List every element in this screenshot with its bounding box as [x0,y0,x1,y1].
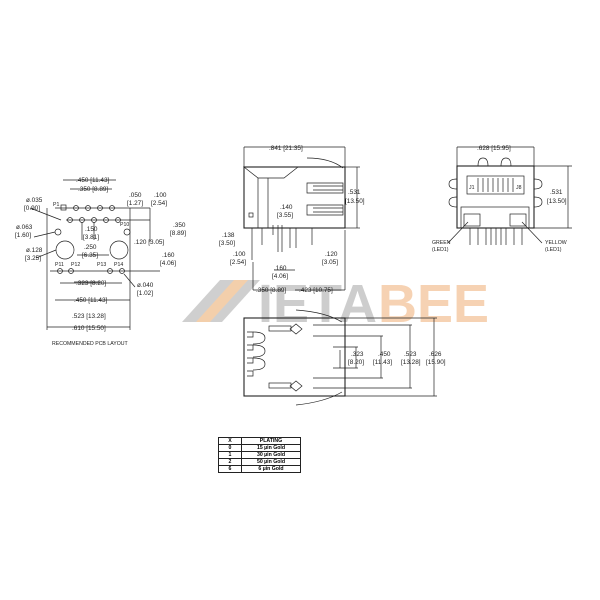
dim-top-450: .450 [378,351,391,358]
dim-pcb-150-mm: [3.81] [83,234,99,241]
dim-top-626: .626 [429,351,442,358]
side-view: .531 [13.50] .841 [21.35] .140 [3.55] .1… [219,145,365,294]
watermark: IETA BEE [182,274,489,334]
dim-pcb-128-mm: [3.25] [25,255,41,262]
dim-pcb-040-mm: [1.02] [137,290,153,297]
dim-pcb-040: ø.040 [137,282,154,289]
plating-code: 6 [218,465,242,473]
pin-p1-label: P1 [53,202,59,208]
dim-side-160-mm: [4.06] [272,273,288,280]
plating-table-header: X PLATING [218,437,301,445]
dim-pcb-050-mm: [1.27] [127,200,143,207]
label-green-led: GREEN [432,240,451,246]
dim-top-626-mm: [15.90] [426,359,446,366]
dim-pcb-063: ø.063 [16,224,33,231]
dim-pcb-160-mm: [4.06] [160,260,176,267]
dim-top-323-mm: [8.20] [348,359,364,366]
dim-pcb-100: .100 [154,192,167,199]
dim-top-450-mm: [11.43] [373,359,392,366]
dim-pcb-523: .523 [13.28] [72,313,106,320]
dim-pcb-150: .150 [85,226,98,233]
table-row: 2 50 µin Gold [218,458,301,466]
dim-side-531: .531 [348,189,361,196]
dim-pcb-063-mm: [1.60] [15,232,31,239]
dim-pcb-035-mm: [0.90] [24,205,40,212]
plating-table: X PLATING 0 15 µin Gold 1 30 µin Gold 2 … [218,437,301,473]
label-j1: J1 [469,185,475,191]
dim-front-531-mm: [13.50] [547,198,567,205]
dim-pcb-610: .610 [15.50] [72,325,106,332]
dim-pcb-350-right-mm: [8.89] [170,230,186,237]
dim-pcb-250-mm: [6.35] [82,252,98,259]
label-green-led-sub: (LED1) [432,247,449,253]
dim-pcb-050: .050 [129,192,142,199]
dim-pcb-450-bot: .450 [11.43] [74,297,108,304]
pin-p11-label: P11 [55,262,64,268]
watermark-text-orange: BEE [378,274,489,334]
pcb-layout-view: .450 [11.43] .350 [8.89] .050 [1.27] .10… [15,177,186,347]
dim-front-628: .628 [15.95] [477,145,511,152]
pcb-layout-caption: RECOMMENDED PCB LAYOUT [52,341,129,347]
label-yellow-led-sub: (LED1) [545,247,562,253]
dim-pcb-350-top: .350 [8.89] [78,186,108,193]
dim-side-140: .140 [280,204,293,211]
dim-pcb-323: .323 [8.20] [76,280,106,287]
label-j8: J8 [516,185,522,191]
dim-side-100: .100 [233,251,246,258]
label-yellow-led: YELLOW [545,240,567,246]
dim-top-523: .523 [404,351,417,358]
dim-side-138-mm: [3.50] [219,240,235,247]
dim-top-523-mm: [13.28] [401,359,421,366]
dim-pcb-160: .160 [162,252,175,259]
dim-pcb-035: ø.035 [26,197,43,204]
plating-header-x: X [218,437,242,445]
front-view: .628 [15.95] .531 [13.50] J1 J8 GREEN (L… [432,145,572,253]
table-row: 1 30 µin Gold [218,451,301,459]
table-row: 0 15 µin Gold [218,444,301,452]
dim-side-160: .160 [274,265,287,272]
dim-front-531: .531 [550,189,563,196]
pin-p14-label: P14 [114,262,123,268]
dim-pcb-120: .120 [3.05] [134,239,164,246]
dim-side-100-mm: [2.54] [230,259,246,266]
plating-value: 6 µin Gold [241,465,301,473]
dim-side-138: .138 [222,232,235,239]
dim-side-120: .120 [325,251,338,258]
dim-side-423: .423 [10.75] [299,287,333,294]
dim-side-120-mm: [3.05] [322,259,338,266]
dim-pcb-350-right: .350 [173,222,186,229]
pin-p10-label: P10 [120,222,129,228]
dim-pcb-450-top: .450 [11.43] [76,177,110,184]
dim-side-531-mm: [13.50] [345,198,365,205]
pin-p13-label: P13 [97,262,106,268]
dim-pcb-100-mm: [2.54] [151,200,167,207]
pin-p12-label: P12 [71,262,80,268]
dim-side-841: .841 [21.35] [269,145,303,152]
table-row: 6 6 µin Gold [218,465,301,473]
plating-value: 30 µin Gold [241,451,301,459]
dim-pcb-250: .250 [84,244,97,251]
plating-value: 50 µin Gold [241,458,301,466]
dim-pcb-128: ø.128 [26,247,43,254]
plating-value: 15 µin Gold [241,444,301,452]
top-view: .323 [8.20] .450 [11.43] .523 [13.28] .6… [243,309,446,406]
dim-top-323: .323 [351,351,364,358]
watermark-text-gray: IETA [258,274,377,334]
dim-side-350: .350 [8.89] [256,287,286,294]
plating-code: 2 [218,458,242,466]
plating-header-plating: PLATING [241,437,301,445]
plating-code: 1 [218,451,242,459]
plating-code: 0 [218,444,242,452]
dim-side-140-mm: [3.55] [277,212,293,219]
